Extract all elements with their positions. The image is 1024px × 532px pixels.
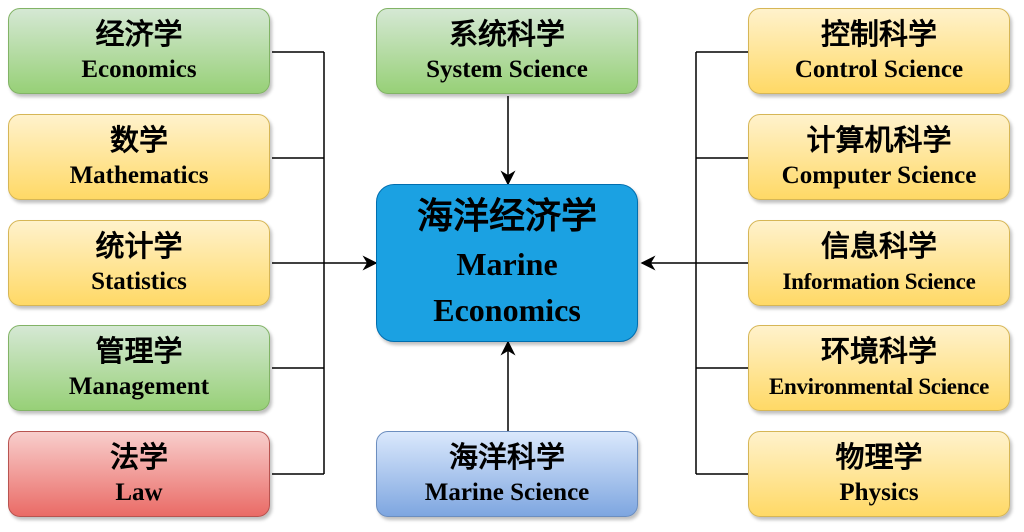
node-marine-economics: 海洋经济学 Marine Economics xyxy=(376,184,638,342)
node-en-1: Marine xyxy=(456,246,558,282)
node-zh: 系统科学 xyxy=(448,17,565,51)
node-en: Information Science xyxy=(782,269,976,294)
right-bracket xyxy=(695,51,748,475)
node-right-0: 控制科学 Control Science xyxy=(748,8,1010,94)
node-left-2: 统计学 Statistics xyxy=(8,220,270,306)
node-zh: 控制科学 xyxy=(820,17,937,51)
node-en: Mathematics xyxy=(69,162,209,189)
node-en: Law xyxy=(115,479,163,506)
node-marine-science: 海洋科学 Marine Science xyxy=(376,431,638,517)
node-en-2: Economics xyxy=(433,292,581,328)
node-zh: 经济学 xyxy=(95,17,183,51)
node-left-3: 管理学 Management xyxy=(8,325,270,411)
node-right-2: 信息科学 Information Science xyxy=(748,220,1010,306)
node-zh: 统计学 xyxy=(95,229,183,263)
node-en: System Science xyxy=(426,56,588,83)
node-en: Management xyxy=(68,373,210,400)
node-zh: 信息科学 xyxy=(820,229,937,263)
left-bracket xyxy=(272,51,325,475)
node-left-1: 数学 Mathematics xyxy=(8,114,270,200)
node-right-1: 计算机科学 Computer Science xyxy=(748,114,1010,200)
node-zh: 海洋经济学 xyxy=(416,196,597,237)
node-en: Economics xyxy=(81,56,197,83)
node-en: Environmental Science xyxy=(768,374,990,399)
node-left-0: 经济学 Economics xyxy=(8,8,270,94)
node-left-4: 法学 Law xyxy=(8,431,270,517)
node-system-science: 系统科学 System Science xyxy=(376,8,638,94)
node-right-3: 环境科学 Environmental Science xyxy=(748,325,1010,411)
node-right-4: 物理学 Physics xyxy=(748,431,1010,517)
node-en: Control Science xyxy=(794,56,964,83)
node-zh: 数学 xyxy=(109,123,168,157)
node-en: Physics xyxy=(839,479,919,506)
node-zh: 法学 xyxy=(109,440,168,474)
node-zh: 计算机科学 xyxy=(806,123,952,157)
node-zh: 海洋科学 xyxy=(448,440,565,474)
node-en: Statistics xyxy=(91,268,187,295)
node-en: Computer Science xyxy=(781,162,977,189)
node-zh: 物理学 xyxy=(835,440,923,474)
node-en: Marine Science xyxy=(424,479,590,506)
node-zh: 管理学 xyxy=(95,334,183,368)
node-zh: 环境科学 xyxy=(820,334,937,368)
